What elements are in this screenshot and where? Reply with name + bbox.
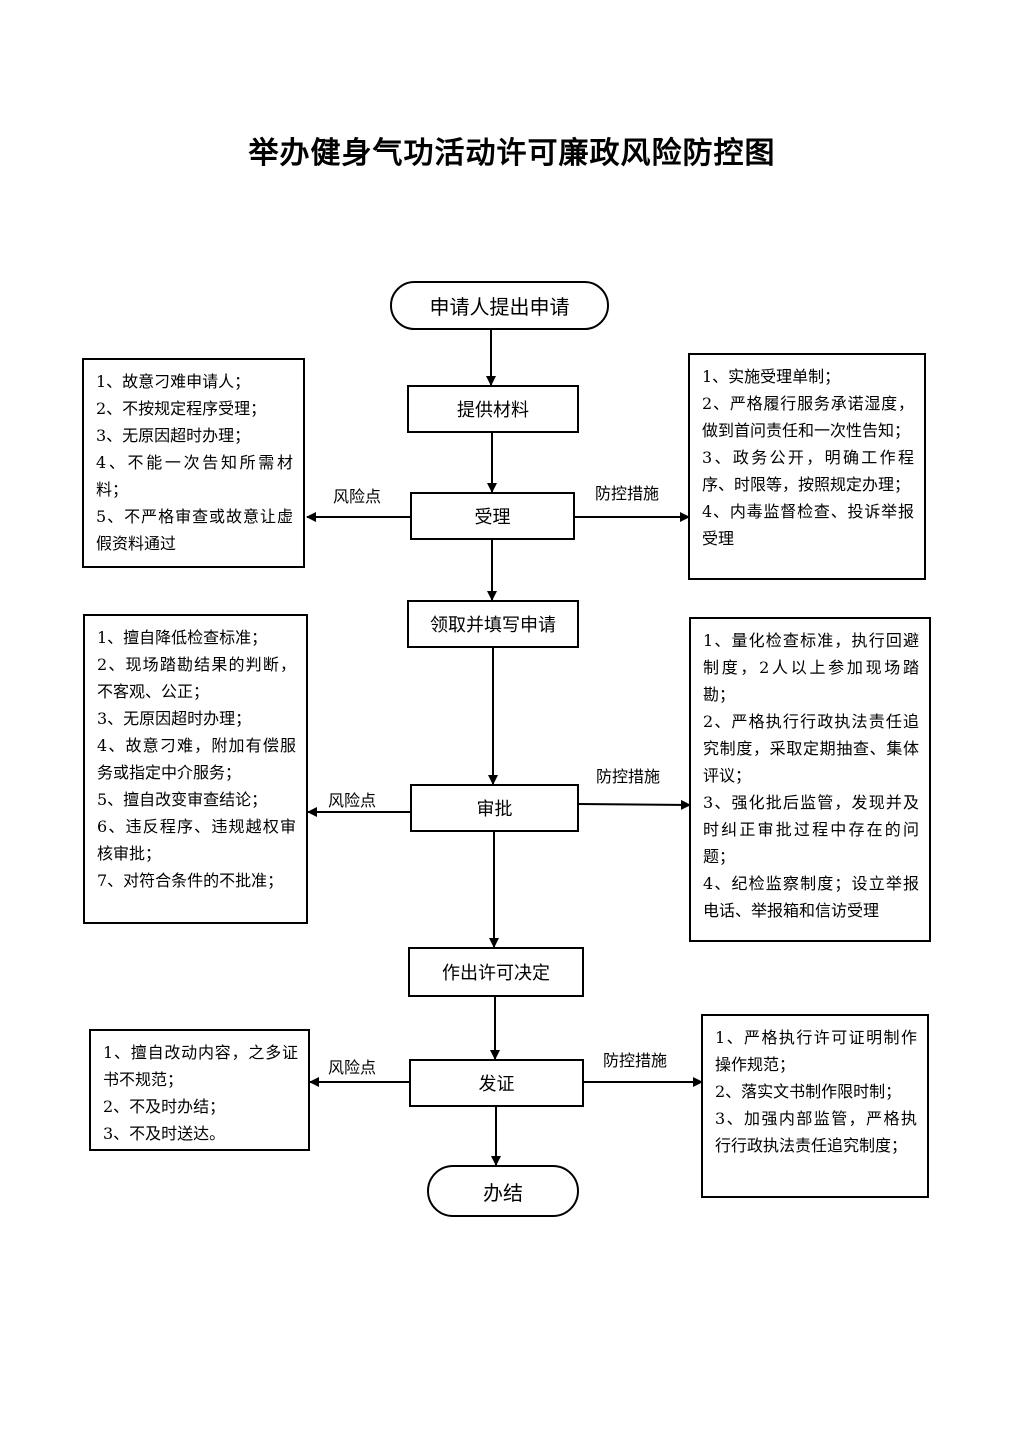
risk-accept-item: 4、不能一次告知所需材料； (96, 453, 293, 499)
control-label-approve: 防控措施 (596, 767, 661, 786)
control-box-accept: 1、实施受理单制； 2、严格履行服务承诺湿度，做到首问责任和一次性告知； 3、政… (688, 353, 926, 580)
control-issue-item: 3、加强内部监管，严格执行行政执法责任追究制度； (715, 1109, 917, 1155)
risk-issue-item: 2、不及时办结； (103, 1097, 226, 1116)
flow-step-fill-application: 领取并填写申请 (407, 600, 579, 648)
risk-approve-item: 1、擅自降低检查标准； (97, 628, 268, 647)
control-accept-item: 4、内毒监督检查、投诉举报受理 (702, 502, 914, 548)
risk-box-issue: 1、擅自改动内容，之多证书不规范； 2、不及时办结； 3、不及时送达。 (89, 1029, 310, 1151)
control-label-issue: 防控措施 (603, 1051, 668, 1070)
risk-issue-item: 3、不及时送达。 (103, 1124, 226, 1143)
flow-end: 办结 (427, 1165, 579, 1217)
control-box-issue: 1、严格执行许可证明制作操作规范； 2、落实文书制作限时制； 3、加强内部监管，… (701, 1014, 929, 1198)
risk-accept-item: 5、不严格审查或故意让虚假资料通过 (96, 507, 293, 553)
risk-approve-item: 7、对符合条件的不批准； (97, 871, 284, 890)
risk-label-accept: 风险点 (333, 487, 382, 506)
arrow-approve-to-control (578, 799, 691, 810)
page-title: 举办健身气功活动许可廉政风险防控图 (248, 136, 776, 171)
risk-label-approve: 风险点 (328, 791, 377, 810)
risk-accept-item: 1、故意刁难申请人； (96, 372, 251, 391)
flow-step-decision: 作出许可决定 (408, 947, 584, 997)
control-approve-item: 1、量化检查标准，执行回避制度，2人以上参加现场踏勘； (703, 631, 919, 704)
control-label-accept: 防控措施 (595, 484, 660, 503)
risk-box-accept: 1、故意刁难申请人； 2、不按规定程序受理； 3、无原因超时办理； 4、不能一次… (82, 358, 305, 568)
control-approve-item: 4、纪检监察制度；设立举报电话、举报箱和信访受理 (703, 874, 919, 920)
control-accept-item: 3、政务公开，明确工作程序、时限等，按照规定办理； (702, 448, 914, 494)
risk-approve-item: 2、现场踏勘结果的判断，不客观、公正； (97, 655, 296, 701)
flow-step-accept: 受理 (410, 492, 575, 540)
risk-box-approve: 1、擅自降低检查标准； 2、现场踏勘结果的判断，不客观、公正； 3、无原因超时办… (83, 614, 308, 924)
control-approve-item: 3、强化批后监管，发现并及时纠正审批过程中存在的问题； (703, 793, 919, 866)
risk-label-issue: 风险点 (328, 1058, 377, 1077)
flow-step-approve: 审批 (410, 784, 579, 832)
control-issue-item: 1、严格执行许可证明制作操作规范； (715, 1028, 917, 1074)
risk-approve-item: 3、无原因超时办理； (97, 709, 252, 728)
control-accept-item: 1、实施受理单制； (702, 367, 841, 386)
risk-issue-item: 1、擅自改动内容，之多证书不规范； (103, 1043, 298, 1089)
risk-approve-item: 4、故意刁难，附加有偿服务或指定中介服务； (97, 736, 296, 782)
risk-approve-item: 5、擅自改变审查结论； (97, 790, 268, 809)
control-issue-item: 2、落实文书制作限时制； (715, 1082, 902, 1101)
flow-step-provide-materials: 提供材料 (407, 385, 579, 433)
control-box-approve: 1、量化检查标准，执行回避制度，2人以上参加现场踏勘； 2、严格执行行政执法责任… (689, 617, 931, 942)
risk-approve-item: 6、违反程序、违规越权审核审批； (97, 817, 296, 863)
risk-accept-item: 3、无原因超时办理； (96, 426, 251, 445)
flow-start: 申请人提出申请 (390, 281, 609, 330)
flow-step-issue-certificate: 发证 (409, 1059, 584, 1107)
control-accept-item: 2、严格履行服务承诺湿度，做到首问责任和一次性告知； (702, 394, 914, 440)
control-approve-item: 2、严格执行行政执法责任追究制度，采取定期抽查、集体评议； (703, 712, 919, 785)
risk-accept-item: 2、不按规定程序受理； (96, 399, 267, 418)
